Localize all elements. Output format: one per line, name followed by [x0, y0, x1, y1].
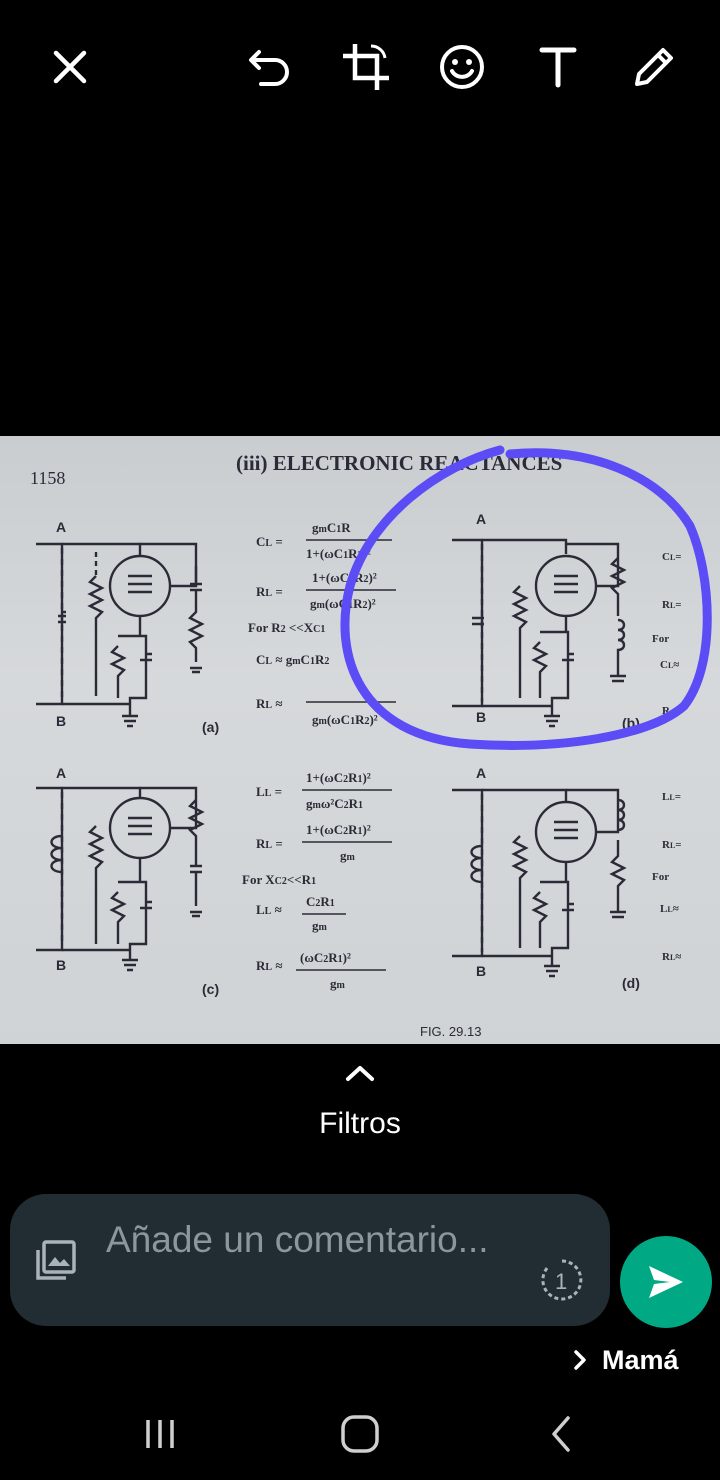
svg-text:CL ≈ gmC1R2: CL ≈ gmC1R2: [256, 652, 329, 667]
text-icon[interactable]: [526, 35, 590, 99]
emoji-icon[interactable]: [430, 35, 494, 99]
system-navbar: [0, 1380, 720, 1480]
circuit-a: [36, 542, 205, 728]
svg-text:1+(ωC1R2)²: 1+(ωC1R2)²: [312, 570, 377, 585]
back-icon[interactable]: [532, 1404, 592, 1464]
svg-text:LL ≈: LL ≈: [256, 902, 282, 917]
svg-text:For: For: [652, 633, 669, 645]
filters-label[interactable]: Filtros: [319, 1107, 401, 1140]
panel-label-a: (a): [202, 719, 219, 735]
panel-label-d: (d): [622, 975, 640, 991]
svg-text:RL ≈: RL ≈: [256, 958, 282, 973]
svg-text:LL =: LL =: [256, 784, 282, 799]
svg-text:For R2 <<XC1: For R2 <<XC1: [248, 620, 325, 635]
svg-text:RL =: RL =: [256, 584, 283, 599]
send-button[interactable]: [620, 1236, 712, 1328]
editor-toolbar: [0, 0, 720, 135]
svg-text:CL=: CL=: [662, 551, 682, 563]
pencil-icon[interactable]: [622, 35, 686, 99]
svg-text:gmC1R: gmC1R: [312, 520, 351, 535]
svg-text:RL =: RL =: [256, 836, 283, 851]
svg-text:gm: gm: [340, 848, 356, 863]
svg-text:LL=: LL=: [662, 791, 681, 803]
node-label-b4: B: [476, 963, 486, 979]
svg-text:(ωC2R1)²: (ωC2R1)²: [300, 950, 351, 965]
svg-text:gm(ωC1R2)²: gm(ωC1R2)²: [312, 712, 378, 727]
svg-text:CL≈: CL≈: [660, 659, 679, 671]
node-label-a3: A: [56, 765, 66, 781]
circuit-c: [36, 786, 205, 972]
home-icon[interactable]: [330, 1404, 390, 1464]
recipient-name: Mamá: [602, 1344, 679, 1375]
svg-text:LL≈: LL≈: [660, 903, 679, 915]
node-label-a4: A: [476, 765, 486, 781]
svg-text:gm: gm: [330, 976, 346, 991]
page-number: 1158: [30, 468, 65, 488]
svg-text:RL=: RL=: [662, 599, 682, 611]
gallery-icon[interactable]: [34, 1238, 78, 1282]
close-icon[interactable]: [38, 35, 102, 99]
chevron-right-icon: [574, 1350, 586, 1370]
circuit-d: [452, 788, 627, 978]
photo-preview[interactable]: 1158 (iii) ELECTRONIC REACTANCES FIG. 29…: [0, 436, 720, 1044]
node-label-a1: A: [56, 519, 66, 535]
svg-text:RL ≈: RL ≈: [256, 696, 282, 711]
node-label-a2: A: [476, 511, 486, 527]
panel-label-c: (c): [202, 981, 219, 997]
node-label-b2: B: [476, 709, 486, 725]
svg-text:For: For: [652, 871, 669, 883]
svg-text:RL=: RL=: [662, 839, 682, 851]
chevron-up-icon[interactable]: [340, 1059, 380, 1089]
node-label-b1: B: [56, 713, 66, 729]
svg-text:gm: gm: [312, 918, 328, 933]
send-icon: [649, 1266, 683, 1298]
equations-a: CL = gmC1R 1+(ωC1R2)² RL = 1+(ωC1R2)² gm…: [248, 520, 396, 727]
filters-panel[interactable]: Filtros: [0, 1055, 720, 1155]
svg-text:1+(ωC2R1)²: 1+(ωC2R1)²: [306, 770, 371, 785]
svg-text:1+(ωC2R1)²: 1+(ωC2R1)²: [306, 822, 371, 837]
comment-placeholder[interactable]: Añade un comentario...: [106, 1219, 489, 1260]
equations-c: LL = 1+(ωC2R1)² gmω²C2R1 RL = 1+(ωC2R1)²…: [242, 770, 392, 991]
undo-icon[interactable]: [238, 35, 302, 99]
svg-text:For XC2<<R1: For XC2<<R1: [242, 872, 316, 887]
figure-caption: FIG. 29.13: [420, 1024, 481, 1039]
crop-rotate-icon[interactable]: [334, 35, 398, 99]
view-once-icon[interactable]: 1: [540, 1258, 584, 1302]
svg-text:gmω²C2R1: gmω²C2R1: [306, 796, 363, 811]
textbook-page: 1158 (iii) ELECTRONIC REACTANCES FIG. 29…: [30, 445, 712, 1039]
svg-text:C2R1: C2R1: [306, 894, 335, 909]
circuit-b: [452, 538, 627, 728]
svg-text:R: R: [662, 705, 671, 717]
drawn-annotation-circle[interactable]: [340, 445, 712, 750]
node-label-b3: B: [56, 957, 66, 973]
view-once-count: 1: [555, 1269, 567, 1294]
recipient-chip[interactable]: Mamá: [570, 1340, 679, 1380]
comment-input[interactable]: Añade un comentario... 1: [10, 1194, 610, 1326]
svg-text:CL =: CL =: [256, 534, 283, 549]
svg-text:RL≈: RL≈: [662, 951, 681, 963]
recent-apps-icon[interactable]: [130, 1404, 190, 1464]
